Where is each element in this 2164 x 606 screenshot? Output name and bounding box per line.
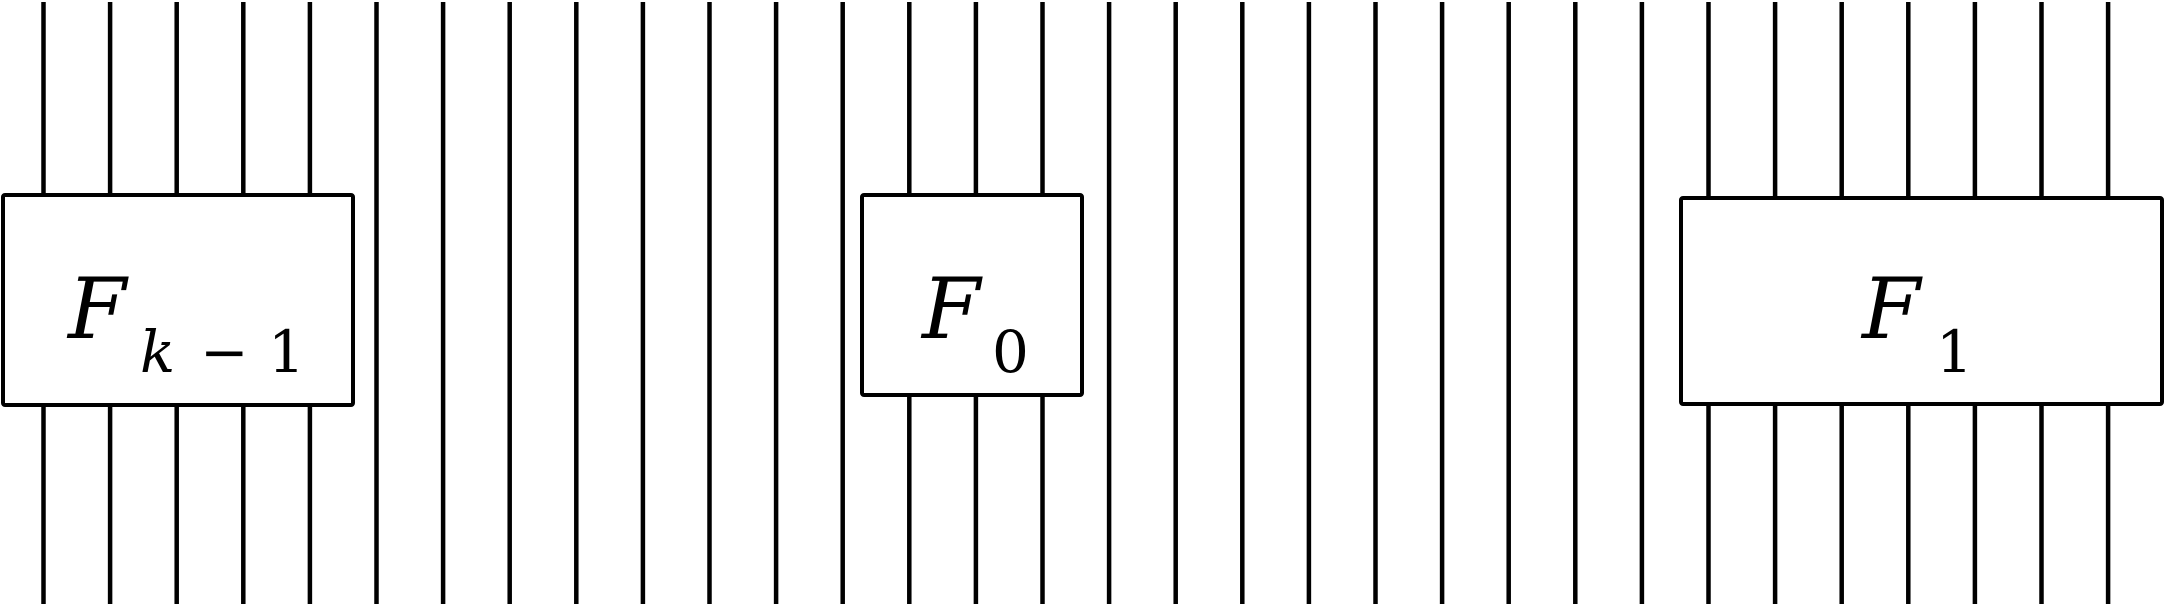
label-subscript-var: k [140,318,175,386]
label-base: F [1860,260,1923,358]
box-f-k-minus-1: F k − 1 [1,193,355,407]
box-f-0-label: F 0 [920,260,1029,386]
box-f-0: F 0 [860,193,1084,397]
label-subscript: 1 [1936,318,1973,386]
label-subscript-op: − [200,318,249,386]
label-base: F [920,260,983,358]
box-f-k-minus-1-label: F k − 1 [66,260,305,386]
box-f-0-frame [860,193,1084,397]
box-f-1: F 1 [1679,196,2164,406]
box-f-1-frame [1679,196,2164,406]
label-subscript-num: 1 [268,318,305,386]
label-subscript: 0 [992,318,1029,386]
box-f-1-label: F 1 [1860,260,1973,386]
label-base: F [66,260,129,358]
box-f-k-minus-1-frame [1,193,355,407]
